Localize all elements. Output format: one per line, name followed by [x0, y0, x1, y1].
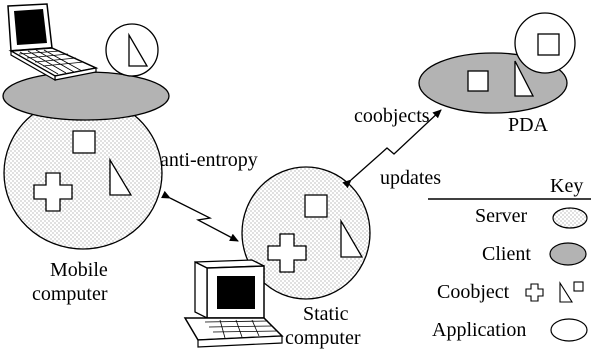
- triangle-coobject-icon: [514, 60, 535, 97]
- triangle-coobject-icon: [109, 157, 133, 196]
- desktop-computer-icon: [183, 259, 284, 348]
- legend-triangle-icon: [559, 281, 573, 303]
- triangle-coobject-icon: [128, 32, 149, 67]
- legend-square-icon: [573, 281, 584, 292]
- legend: Key Server Client Coobject Application: [428, 175, 591, 342]
- static-computer-label-line1: Static: [303, 303, 349, 325]
- square-coobject-icon: [467, 70, 489, 92]
- legend-application-label: Application: [432, 319, 526, 341]
- coobjects-updates-arrow: [342, 109, 442, 189]
- updates-label: updates: [380, 167, 441, 189]
- coobjects-label: coobjects: [354, 105, 430, 127]
- square-coobject-icon: [304, 194, 328, 218]
- static-computer-node: [183, 166, 371, 348]
- legend-client-label: Client: [482, 243, 531, 265]
- anti-entropy-label: anti-entropy: [160, 149, 258, 171]
- pda-label: PDA: [508, 114, 549, 136]
- legend-application-swatch: [550, 318, 588, 342]
- mobile-computer-label-line2: computer: [32, 283, 108, 305]
- pda-node: [418, 12, 576, 114]
- mobile-computer-node: [2, 3, 170, 250]
- legend-client-swatch: [549, 242, 587, 266]
- square-coobject-icon: [72, 130, 96, 154]
- cross-coobject-icon: [33, 172, 73, 212]
- mobile-computer-label-line1: Mobile: [50, 259, 108, 281]
- cross-coobject-icon: [267, 233, 307, 273]
- legend-title: Key: [550, 175, 583, 197]
- mobile-client-ellipse: [2, 71, 170, 121]
- static-computer-label-line2: computer: [285, 327, 361, 349]
- legend-coobject-label: Coobject: [437, 281, 510, 303]
- legend-cross-icon: [525, 283, 544, 302]
- static-server-ellipse: [241, 166, 371, 300]
- laptop-icon: [7, 3, 99, 82]
- square-coobject-icon: [537, 33, 560, 56]
- legend-server-label: Server: [475, 205, 528, 227]
- legend-server-swatch: [552, 207, 588, 229]
- triangle-coobject-icon: [340, 218, 364, 258]
- anti-entropy-arrow: [161, 190, 239, 242]
